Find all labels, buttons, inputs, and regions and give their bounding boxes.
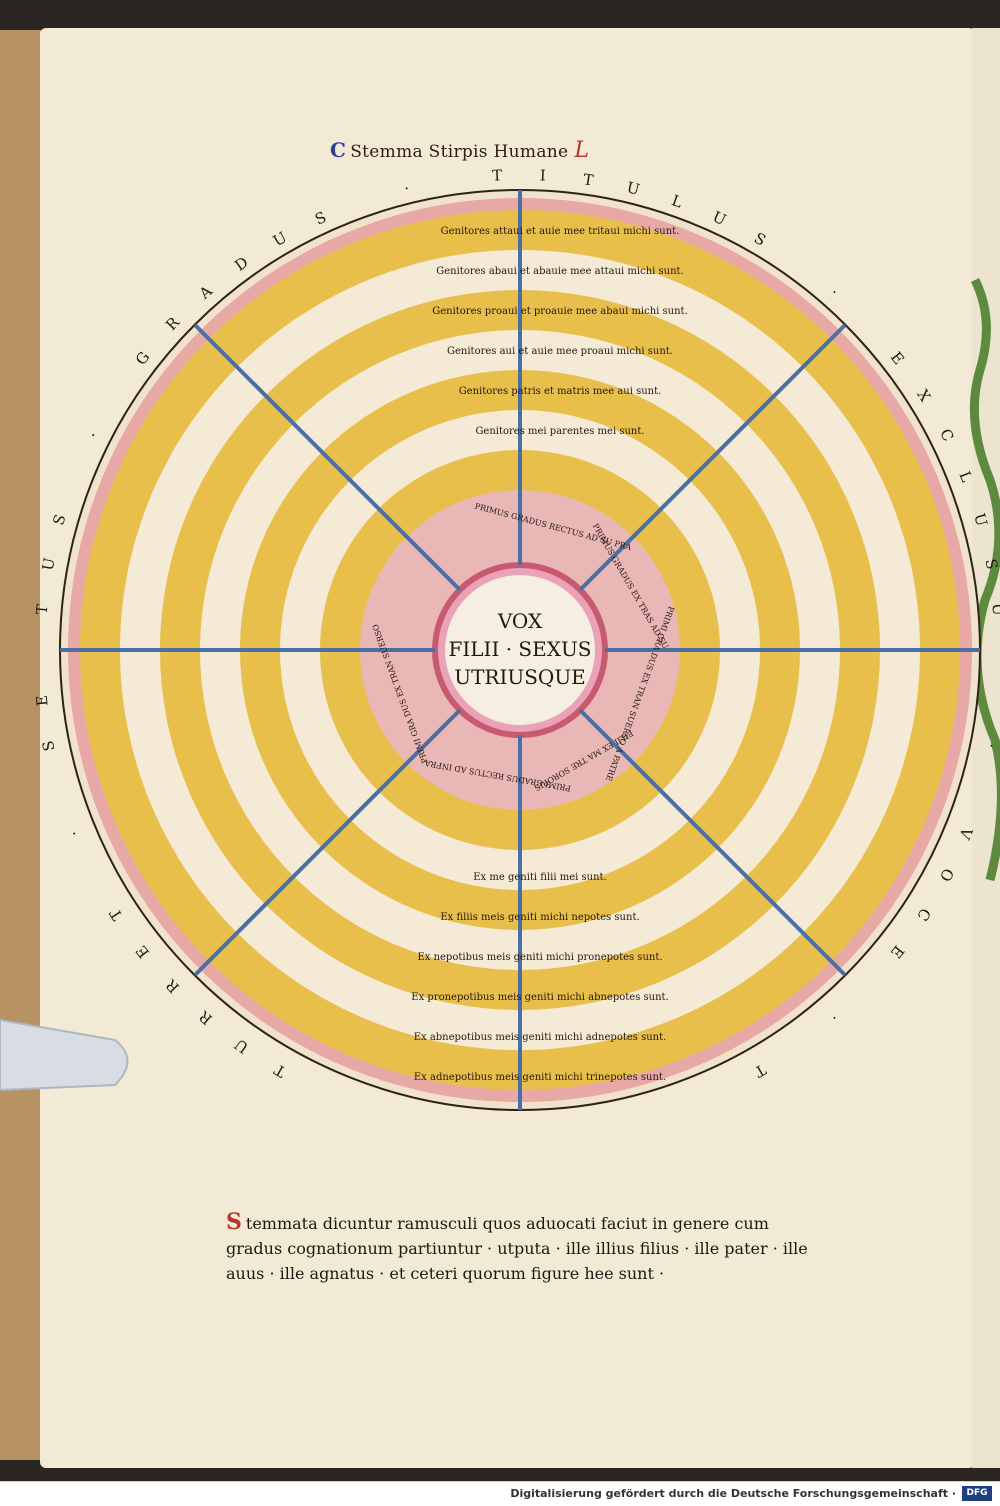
wheel-hub xyxy=(445,575,595,725)
genealogy-wheel xyxy=(59,189,981,1111)
outer-ring-letter-46: · xyxy=(982,742,1000,750)
heading-text: Stemma Stirpis Humane xyxy=(350,142,569,162)
outer-ring-letter-27: T xyxy=(492,166,503,184)
ring-bottom-cell-2: Ex nepotibus meis geniti michi pronepote… xyxy=(417,952,662,963)
ring-top-cell-0: Genitores attaui et auie mee tritaui mic… xyxy=(441,226,680,237)
dfg-logo: DFG xyxy=(962,1486,992,1501)
ring-bottom-cell-0: Ex me geniti filii mei sunt. xyxy=(473,872,606,883)
ring-top-cell-5: Genitores mei parentes mei sunt. xyxy=(475,426,644,437)
outer-ring-letter-14: S xyxy=(49,512,69,527)
digitization-footer: Digitalisierung gefördert durch die Deut… xyxy=(0,1481,1000,1506)
hub-line-2: UTRIUSQUE xyxy=(454,665,586,689)
outer-ring-letter-13: U xyxy=(39,556,59,572)
outer-ring-letter-29: T xyxy=(582,170,594,189)
outer-ring-letter-28: I xyxy=(539,166,546,184)
outer-ring-letter-9: S xyxy=(39,739,59,753)
ring-bottom-cell-5: Ex adnepotibus meis geniti michi trinepo… xyxy=(414,1072,666,1083)
ring-top-cell-1: Genitores abaui et abauie mee attaui mic… xyxy=(436,266,684,277)
ring-top-cell-4: Genitores patris et matris mee aui sunt. xyxy=(459,386,662,397)
outer-ring-letter-25: · xyxy=(402,179,411,198)
hub-line-0: VOX xyxy=(497,609,543,633)
folio-mark: L xyxy=(574,138,590,163)
facing-page-vine xyxy=(969,277,1000,882)
ring-bottom-cell-4: Ex abnepotibus meis geniti michi adnepot… xyxy=(414,1032,667,1043)
outer-ring-letter-43: U xyxy=(988,602,1000,616)
ring-bottom-cell-3: Ex pronepotibus meis geniti michi abnepo… xyxy=(411,992,668,1003)
outer-ring-letter-12: T xyxy=(33,604,52,616)
page-weight-clip xyxy=(0,1018,129,1092)
body-text: temmata dicuntur ramusculi quos aduocati… xyxy=(226,1214,808,1283)
hub-line-1: FILII · SEXUS xyxy=(448,637,591,661)
ring-bottom-cell-1: Ex filiis meis geniti michi nepotes sunt… xyxy=(440,912,639,923)
outer-ring-letter-30: U xyxy=(625,178,642,198)
footer-credit: Digitalisierung gefördert durch die Deut… xyxy=(510,1487,956,1500)
outer-ring-letter-42: S xyxy=(982,557,1000,571)
ring-top-cell-2: Genitores proaui et proauie mee abaui mi… xyxy=(432,306,688,317)
outer-ring-letter-10: E xyxy=(33,694,52,707)
heading-initial: C xyxy=(330,138,347,162)
outer-ring-letter-7: · xyxy=(65,828,83,839)
outer-ring-letter-41: U xyxy=(970,511,991,528)
body-initial: S xyxy=(226,1209,242,1235)
ring-top-cell-3: Genitores aui et auie mee proaui michi s… xyxy=(447,346,673,357)
